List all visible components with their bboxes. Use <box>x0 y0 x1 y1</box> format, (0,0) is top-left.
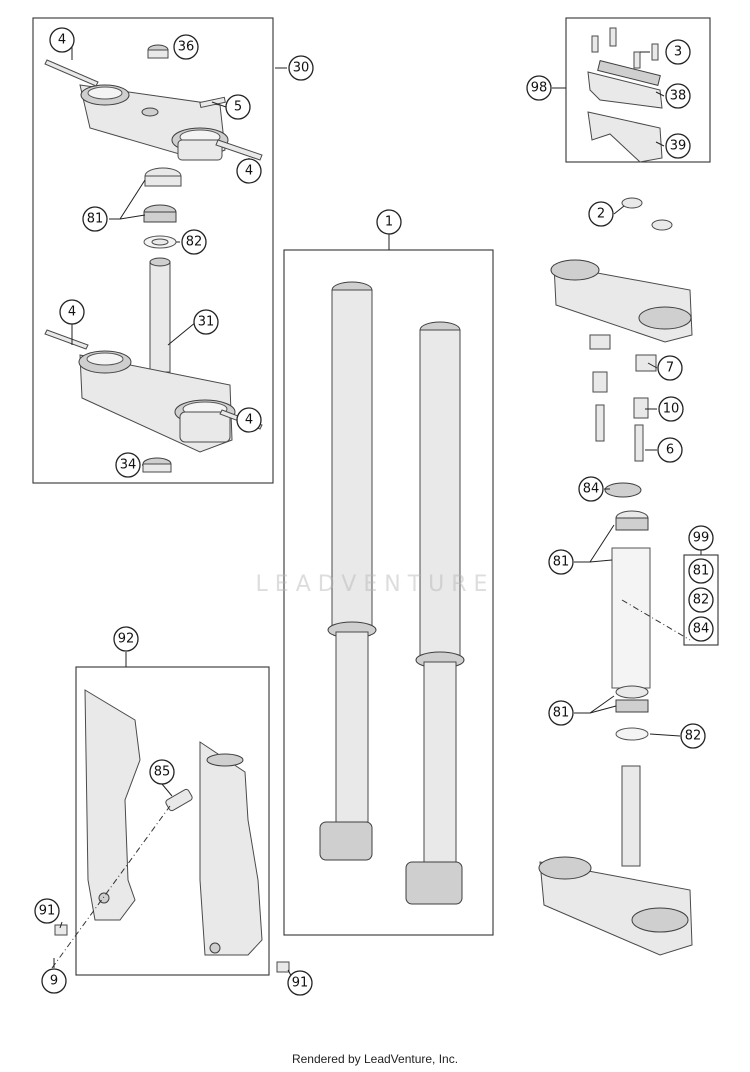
callout-4-lower-left-bolt[interactable]: 4 <box>59 299 85 325</box>
svg-text:91: 91 <box>39 904 56 919</box>
svg-text:4: 4 <box>58 33 66 48</box>
callout-2[interactable]: 2 <box>588 201 614 227</box>
callout-81-right-upper[interactable]: 81 <box>548 549 574 575</box>
callout-4-top-bolt[interactable]: 4 <box>49 27 75 53</box>
callout-81-right-lower[interactable]: 81 <box>548 700 574 726</box>
svg-text:99: 99 <box>693 531 710 546</box>
callout-92[interactable]: 92 <box>113 626 139 652</box>
svg-text:5: 5 <box>234 100 242 115</box>
bearing-seal-part <box>143 167 182 249</box>
callout-82-top[interactable]: 82 <box>181 229 207 255</box>
svg-text:82: 82 <box>685 729 702 744</box>
svg-text:81: 81 <box>693 564 710 579</box>
svg-text:38: 38 <box>670 89 687 104</box>
steering-nut-34-part <box>142 457 172 473</box>
svg-text:84: 84 <box>693 622 710 637</box>
svg-text:82: 82 <box>693 593 710 608</box>
svg-text:1: 1 <box>385 215 393 230</box>
callout-39[interactable]: 39 <box>665 133 691 159</box>
callout-98[interactable]: 98 <box>526 75 552 101</box>
callout-84-kit[interactable]: 84 <box>688 616 714 642</box>
callout-81-top[interactable]: 81 <box>82 206 108 232</box>
assembly-line <box>51 805 171 969</box>
callout-5[interactable]: 5 <box>225 94 251 120</box>
callout-9[interactable]: 9 <box>41 968 67 994</box>
handlebar-clamp-part <box>587 27 663 163</box>
callout-10[interactable]: 10 <box>658 396 684 422</box>
svg-text:30: 30 <box>293 61 310 76</box>
fork-guard-left-part <box>84 689 141 921</box>
fork-leg-left-part <box>319 281 377 861</box>
fork-guard-right-part <box>199 741 263 956</box>
svg-text:3: 3 <box>674 45 682 60</box>
callout-82-kit[interactable]: 82 <box>688 587 714 613</box>
svg-text:81: 81 <box>87 212 104 227</box>
svg-text:82: 82 <box>186 235 203 250</box>
footer-credit: Rendered by LeadVenture, Inc. <box>291 1052 459 1066</box>
svg-text:84: 84 <box>583 482 600 497</box>
svg-text:81: 81 <box>553 555 570 570</box>
svg-text:81: 81 <box>553 706 570 721</box>
assembly-line <box>621 599 691 641</box>
lower-triple-clamp-part <box>44 257 263 453</box>
callout-31[interactable]: 31 <box>193 309 219 335</box>
callout-4-lower-right-bolt[interactable]: 4 <box>236 407 262 433</box>
upper-triple-clamp-part <box>79 84 229 161</box>
callout-36[interactable]: 36 <box>173 34 199 60</box>
fork-guard-clip-part <box>165 788 193 812</box>
callout-1[interactable]: 1 <box>376 209 402 235</box>
svg-text:92: 92 <box>118 632 135 647</box>
svg-text:98: 98 <box>531 81 548 96</box>
fork-guard-box <box>75 666 270 976</box>
callout-91-right[interactable]: 91 <box>287 970 313 996</box>
callout-82-right[interactable]: 82 <box>680 723 706 749</box>
svg-text:36: 36 <box>178 40 195 55</box>
svg-text:2: 2 <box>597 207 605 222</box>
svg-text:34: 34 <box>120 458 137 473</box>
callout-6[interactable]: 6 <box>657 437 683 463</box>
callout-34[interactable]: 34 <box>115 452 141 478</box>
nut-36-part <box>147 44 169 59</box>
callout-85[interactable]: 85 <box>149 759 175 785</box>
steering-parts-right <box>538 197 693 956</box>
callout-81-kit[interactable]: 81 <box>688 558 714 584</box>
svg-text:39: 39 <box>670 139 687 154</box>
handlebar-clamp-kit-box <box>565 17 711 163</box>
svg-text:85: 85 <box>154 765 171 780</box>
svg-text:9: 9 <box>50 974 58 989</box>
svg-text:4: 4 <box>68 305 76 320</box>
svg-text:4: 4 <box>245 413 253 428</box>
callout-4-upper-right-bolt[interactable]: 4 <box>236 158 262 184</box>
callout-84-upper[interactable]: 84 <box>578 476 604 502</box>
fork-assembly-box <box>283 249 494 936</box>
svg-text:10: 10 <box>663 402 680 417</box>
triple-clamp-assembly-box <box>32 17 274 484</box>
callout-3[interactable]: 3 <box>665 39 691 65</box>
callout-99[interactable]: 99 <box>688 525 714 551</box>
fork-leg-right-part <box>405 321 465 905</box>
svg-text:7: 7 <box>666 361 674 376</box>
callout-91-left[interactable]: 91 <box>34 898 60 924</box>
svg-text:4: 4 <box>245 164 253 179</box>
svg-text:6: 6 <box>666 443 674 458</box>
svg-text:91: 91 <box>292 976 309 991</box>
svg-text:31: 31 <box>198 315 215 330</box>
callout-30[interactable]: 30 <box>288 55 314 81</box>
callout-38[interactable]: 38 <box>665 83 691 109</box>
callout-7[interactable]: 7 <box>657 355 683 381</box>
